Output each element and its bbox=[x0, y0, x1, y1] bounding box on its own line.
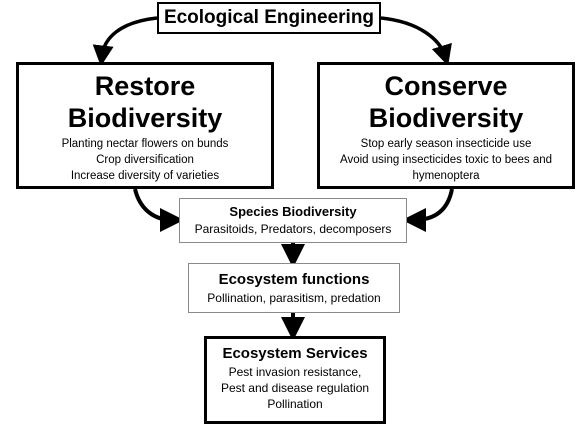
services-title: Ecosystem Services bbox=[222, 345, 368, 362]
arrow-title-to-conserve bbox=[380, 16, 452, 67]
functions-title: Ecosystem functions bbox=[218, 271, 370, 288]
ecosystem-functions-box: Ecosystem functions Pollination, parasit… bbox=[188, 263, 400, 313]
conserve-title: Conserve Biodiversity bbox=[320, 70, 572, 134]
arrow-title-to-restore bbox=[92, 16, 158, 67]
restore-item: Crop diversification bbox=[96, 154, 194, 166]
species-title: Species Biodiversity bbox=[229, 204, 357, 219]
conserve-items: Stop early season insecticide use Avoid … bbox=[320, 136, 572, 184]
conserve-title-line: Biodiversity bbox=[368, 103, 524, 133]
restore-title-line: Restore bbox=[94, 71, 196, 101]
species-line: Parasitoids, Predators, decomposers bbox=[194, 222, 392, 236]
conserve-item: hymenoptera bbox=[412, 170, 480, 182]
diagram-title: Ecological Engineering bbox=[157, 2, 381, 34]
conserve-title-line: Conserve bbox=[384, 71, 508, 101]
restore-title-line: Biodiversity bbox=[67, 103, 223, 133]
restore-item: Planting nectar flowers on bunds bbox=[61, 138, 229, 150]
services-line: Pest invasion resistance, bbox=[228, 365, 362, 379]
species-biodiversity-box: Species Biodiversity Parasitoids, Predat… bbox=[179, 198, 407, 243]
restore-title: Restore Biodiversity bbox=[19, 70, 271, 134]
restore-items: Planting nectar flowers on bunds Crop di… bbox=[19, 136, 271, 184]
services-line: Pest and disease regulation bbox=[220, 381, 370, 395]
restore-item: Increase diversity of varieties bbox=[70, 170, 220, 182]
conserve-item: Avoid using insecticides toxic to bees a… bbox=[339, 154, 553, 166]
functions-line: Pollination, parasitism, predation bbox=[207, 291, 381, 305]
ecosystem-services-box: Ecosystem Services Pest invasion resista… bbox=[204, 336, 386, 424]
services-line: Pollination bbox=[267, 397, 323, 411]
arrow-restore-to-species bbox=[133, 188, 184, 232]
conserve-biodiversity-box: Conserve Biodiversity Stop early season … bbox=[317, 62, 575, 189]
restore-biodiversity-box: Restore Biodiversity Planting nectar flo… bbox=[16, 62, 274, 189]
conserve-item: Stop early season insecticide use bbox=[360, 138, 532, 150]
arrow-conserve-to-species bbox=[402, 188, 454, 232]
